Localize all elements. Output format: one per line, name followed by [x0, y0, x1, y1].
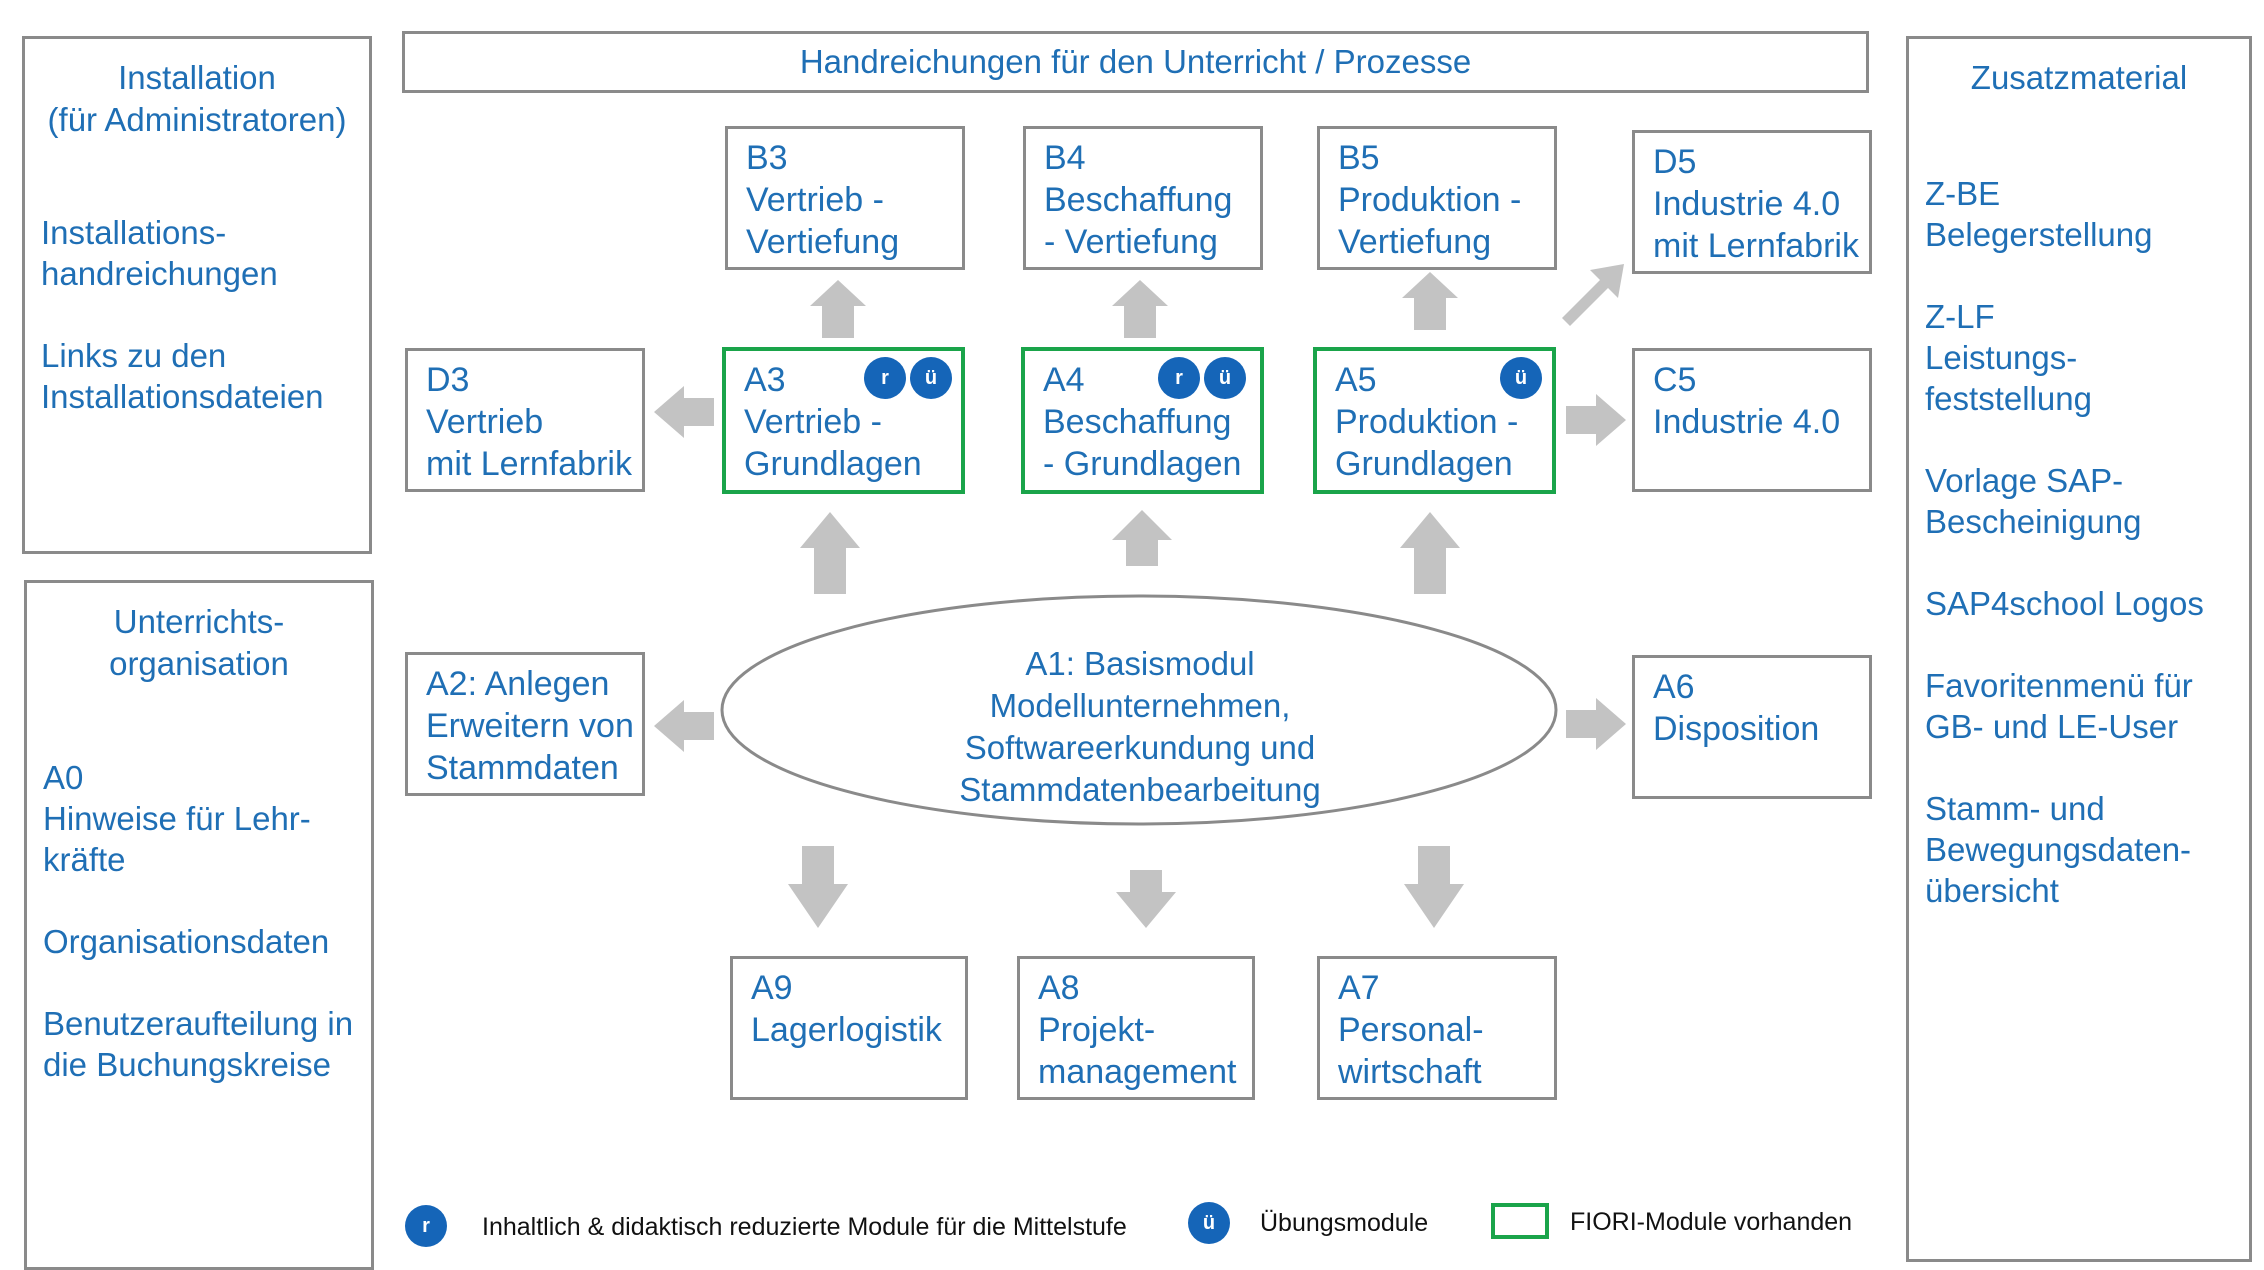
- arrow-down-icon: [788, 846, 848, 928]
- zusatzmaterial-item[interactable]: Stamm- und Bewegungsdaten- übersicht: [1925, 790, 2192, 909]
- arrow-up-icon: [1112, 510, 1172, 566]
- arrow-up-icon: [1112, 280, 1168, 338]
- unterrichtsorganisation-item[interactable]: Benutzeraufteilung in die Buchungskreise: [43, 1005, 354, 1083]
- installation-list: Installations- handreichungen Links zu d…: [41, 212, 359, 458]
- zusatzmaterial-item[interactable]: Z-LF Leistungs- feststellung: [1925, 298, 2092, 417]
- zusatzmaterial-panel: Zusatzmaterial Z-BE Belegerstellung Z-LF…: [1906, 36, 2252, 1262]
- legend-r-icon: r: [405, 1205, 447, 1247]
- basismodul-ellipse[interactable]: [718, 592, 1560, 828]
- zusatzmaterial-item[interactable]: Z-BE Belegerstellung: [1925, 175, 2153, 253]
- arrow-diagonal-icon: [1562, 264, 1624, 326]
- module-a6[interactable]: A6 Disposition: [1632, 655, 1872, 799]
- badge-u-icon: ü: [1500, 357, 1542, 399]
- arrow-up-icon: [810, 280, 866, 338]
- module-a5[interactable]: A5 Produktion - Grundlagen: [1313, 347, 1556, 494]
- zusatzmaterial-title: Zusatzmaterial: [1970, 59, 2188, 96]
- module-a7[interactable]: A7 Personal- wirtschaft: [1317, 956, 1557, 1100]
- badge-u-icon: ü: [910, 357, 952, 399]
- module-c5[interactable]: C5 Industrie 4.0: [1632, 348, 1872, 492]
- badge-u-icon: ü: [1204, 357, 1246, 399]
- arrow-left-icon: [654, 700, 714, 752]
- arrow-up-icon: [1402, 272, 1458, 330]
- arrow-right-icon: [1566, 394, 1626, 446]
- module-d3[interactable]: D3 Vertrieb mit Lernfabrik: [405, 348, 645, 492]
- zusatzmaterial-item[interactable]: Favoritenmenü für GB- und LE-User: [1925, 667, 2193, 745]
- module-d5[interactable]: D5 Industrie 4.0 mit Lernfabrik: [1632, 130, 1872, 274]
- installation-item[interactable]: Links zu den Installationsdateien: [41, 337, 324, 415]
- legend-fiori-text: FIORI-Module vorhanden: [1570, 1208, 1853, 1236]
- arrow-up-icon: [1400, 512, 1460, 594]
- zusatzmaterial-item[interactable]: Vorlage SAP- Bescheinigung: [1925, 462, 2142, 540]
- installation-title: Installation (für Administratoren): [47, 59, 347, 138]
- arrow-left-icon: [654, 386, 714, 438]
- module-a9[interactable]: A9 Lagerlogistik: [730, 956, 968, 1100]
- arrow-right-icon: [1566, 698, 1626, 750]
- arrow-down-icon: [1116, 870, 1176, 928]
- unterrichtsorganisation-list: A0 Hinweise für Lehr- kräfte Organisatio…: [43, 757, 361, 1126]
- legend-r-text: Inhaltlich & didaktisch reduzierte Modul…: [482, 1213, 1127, 1241]
- zusatzmaterial-item[interactable]: SAP4school Logos: [1925, 585, 2204, 622]
- unterrichtsorganisation-title: Unterrichts- organisation: [109, 603, 289, 682]
- badge-r-icon: r: [1158, 357, 1200, 399]
- module-b5[interactable]: B5 Produktion - Vertiefung: [1317, 126, 1557, 270]
- basismodul-label: A1: Basismodul Modellunternehmen, Softwa…: [959, 645, 1321, 808]
- legend-fiori-swatch: [1491, 1203, 1549, 1239]
- page-title: Handreichungen für den Unterricht / Proz…: [402, 31, 1869, 93]
- legend-u-text: Übungsmodule: [1260, 1209, 1429, 1237]
- module-a8[interactable]: A8 Projekt- management: [1017, 956, 1255, 1100]
- module-b4[interactable]: B4 Beschaffung - Vertiefung: [1023, 126, 1263, 270]
- unterrichtsorganisation-item[interactable]: Organisationsdaten: [43, 923, 330, 960]
- installation-panel: Installation (für Administratoren) Insta…: [22, 36, 372, 554]
- unterrichtsorganisation-panel: Unterrichts- organisation A0 Hinweise fü…: [24, 580, 374, 1270]
- zusatzmaterial-list: Z-BE Belegerstellung Z-LF Leistungs- fes…: [1925, 173, 2239, 952]
- unterrichtsorganisation-item[interactable]: A0 Hinweise für Lehr- kräfte: [43, 759, 311, 878]
- legend-u-icon: ü: [1188, 1202, 1230, 1244]
- arrow-down-icon: [1404, 846, 1464, 928]
- installation-item[interactable]: Installations- handreichungen: [41, 214, 278, 292]
- module-b3[interactable]: B3 Vertrieb - Vertiefung: [725, 126, 965, 270]
- badge-r-icon: r: [864, 357, 906, 399]
- arrow-up-icon: [800, 512, 860, 594]
- module-a2[interactable]: A2: Anlegen Erweitern von Stammdaten: [405, 652, 645, 796]
